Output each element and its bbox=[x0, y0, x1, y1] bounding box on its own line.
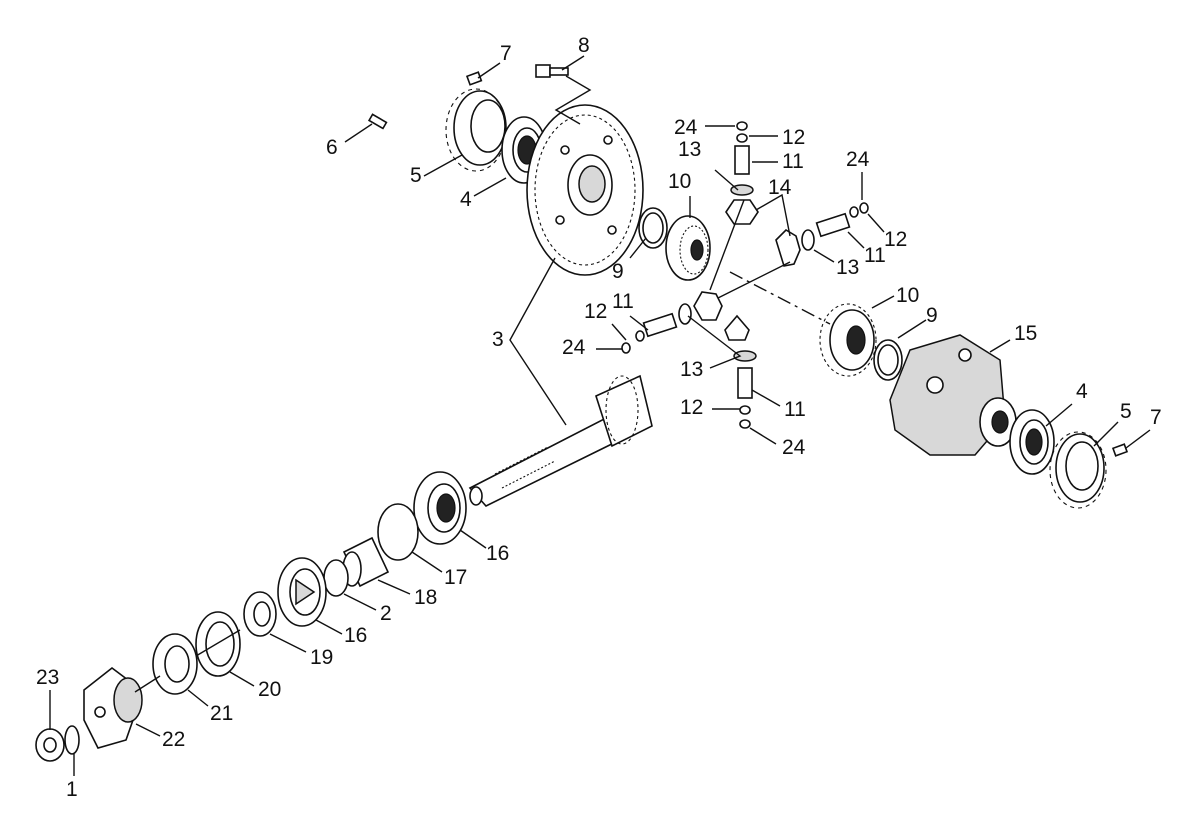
callout-16-lower: 16 bbox=[344, 624, 367, 647]
pin-stack-bottom bbox=[724, 314, 757, 429]
callout-11-b: 11 bbox=[864, 244, 886, 267]
ring-gear bbox=[526, 104, 644, 276]
seal-20 bbox=[195, 611, 241, 677]
assembly-axis-line-2 bbox=[717, 261, 791, 299]
callout-10-right: 10 bbox=[896, 284, 919, 307]
callout-22: 22 bbox=[162, 728, 185, 751]
callout-11-d: 11 bbox=[784, 398, 806, 421]
callout-24-a: 24 bbox=[674, 116, 698, 139]
bearing-16-lower bbox=[277, 557, 327, 627]
side-gear-10-right bbox=[819, 303, 877, 377]
washer-9-right bbox=[873, 339, 903, 381]
callout-24-b: 24 bbox=[846, 148, 870, 171]
leader-lines bbox=[49, 55, 1151, 776]
callout-11-a: 11 bbox=[782, 150, 804, 173]
callout-labels: 7 8 6 5 4 24 12 13 11 10 14 24 12 11 13 … bbox=[36, 34, 1162, 801]
callout-14: 14 bbox=[768, 176, 792, 199]
callout-7-right: 7 bbox=[1150, 406, 1162, 429]
callout-11-c: 11 bbox=[612, 290, 634, 313]
adjusting-ring-5-top bbox=[445, 88, 507, 172]
nut-19 bbox=[243, 591, 277, 637]
callout-13-a: 13 bbox=[678, 138, 701, 161]
callout-17: 17 bbox=[444, 566, 467, 589]
adjusting-ring-5-right bbox=[1049, 431, 1107, 509]
o-ring-1 bbox=[64, 725, 80, 755]
pinion-shaft-3 bbox=[468, 374, 653, 507]
callout-20: 20 bbox=[258, 678, 281, 701]
callout-19: 19 bbox=[310, 646, 333, 669]
differential-case-15 bbox=[889, 334, 1017, 456]
callout-5-top: 5 bbox=[410, 164, 422, 187]
washer-21 bbox=[152, 633, 198, 695]
callout-12-d: 12 bbox=[680, 396, 703, 419]
callout-4-right: 4 bbox=[1076, 380, 1088, 403]
callout-9-top: 9 bbox=[612, 260, 624, 283]
side-gear-10-top bbox=[665, 215, 711, 281]
callout-6: 6 bbox=[326, 136, 338, 159]
callout-8: 8 bbox=[578, 34, 590, 57]
pin-stack-left bbox=[621, 291, 723, 354]
assembly-axis-line bbox=[729, 271, 831, 325]
callout-24-c: 24 bbox=[562, 336, 586, 359]
callout-13-c: 13 bbox=[680, 358, 703, 381]
callout-3: 3 bbox=[492, 328, 504, 351]
snap-ring-17 bbox=[377, 503, 419, 561]
callout-9-right: 9 bbox=[926, 304, 938, 327]
callout-23: 23 bbox=[36, 666, 59, 689]
bolt-7-top bbox=[465, 71, 483, 86]
callout-7-top: 7 bbox=[500, 42, 512, 65]
bolt-7-right bbox=[1111, 443, 1129, 457]
pin-stack-top bbox=[725, 121, 759, 225]
bolt-8 bbox=[535, 64, 569, 78]
callout-1: 1 bbox=[66, 778, 78, 801]
callout-18: 18 bbox=[414, 586, 437, 609]
callout-12-b: 12 bbox=[884, 228, 907, 251]
callout-5-right: 5 bbox=[1120, 400, 1132, 423]
pin-stack-right bbox=[775, 202, 869, 267]
callout-2: 2 bbox=[380, 602, 392, 625]
callout-12-a: 12 bbox=[782, 126, 805, 149]
flange-22 bbox=[83, 666, 143, 749]
callout-15: 15 bbox=[1014, 322, 1037, 345]
callout-16-upper: 16 bbox=[486, 542, 509, 565]
bearing-4-right bbox=[1009, 409, 1055, 475]
shim-2 bbox=[323, 559, 349, 597]
callout-21: 21 bbox=[210, 702, 233, 725]
callout-10-top: 10 bbox=[668, 170, 691, 193]
callout-12-c: 12 bbox=[584, 300, 607, 323]
bearing-16-upper bbox=[413, 471, 467, 545]
callout-4-top: 4 bbox=[460, 188, 472, 211]
callout-24-d: 24 bbox=[782, 436, 806, 459]
callout-13-b: 13 bbox=[836, 256, 859, 279]
nut-23 bbox=[35, 728, 65, 762]
bolt-6 bbox=[367, 113, 388, 130]
